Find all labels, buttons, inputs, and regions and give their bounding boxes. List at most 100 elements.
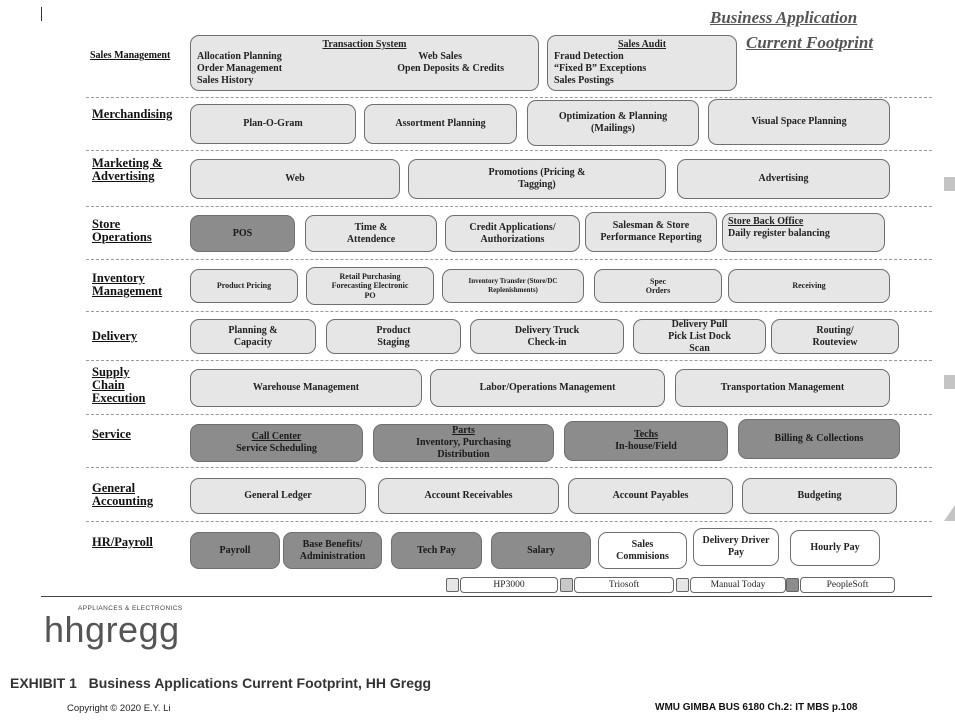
sales-audit-header: Sales Audit	[617, 39, 667, 50]
warehouse-management-box: Warehouse Management	[190, 369, 422, 407]
sales-commissions-box: Sales Commisions	[598, 532, 687, 569]
course-reference: WMU GIMBA BUS 6180 Ch.2: IT MBS p.108	[655, 702, 858, 713]
techs-header: Techs	[633, 429, 659, 440]
optimization-planning-box: Optimization & Planning (Mailings)	[527, 100, 699, 146]
category-merchandising: Merchandising	[92, 107, 173, 121]
spec-orders-box: Spec Orders	[594, 269, 722, 303]
legend-label-hp3000: HP3000	[460, 577, 558, 593]
diagram-title-line2: Current Footprint	[746, 33, 874, 52]
account-payables-box: Account Payables	[568, 478, 733, 514]
pos-box: POS	[190, 215, 295, 252]
category-delivery: Delivery	[92, 329, 138, 343]
store-back-office-header: Store Back Office	[728, 216, 804, 227]
transportation-management-box: Transportation Management	[675, 369, 890, 407]
web-sales-text: Web Sales	[418, 51, 462, 62]
receiving-box: Receiving	[728, 269, 890, 303]
parts-box: Parts Inventory, Purchasing Distribution	[373, 424, 554, 462]
open-deposits-text: Open Deposits & Credits	[397, 63, 504, 74]
copyright-text: Copyright © 2020 E.Y. Li	[67, 703, 171, 714]
time-attendence-box: Time & Attendence	[305, 215, 437, 252]
legend-swatch-hp3000	[446, 578, 459, 592]
delivery-pull-box: Delivery Pull Pick List Dock Scan	[633, 319, 766, 354]
row-separator	[86, 360, 932, 361]
row-separator	[86, 206, 932, 207]
account-receivables-box: Account Receivables	[378, 478, 559, 514]
legend-swatch-peoplesoft	[786, 578, 799, 592]
corner-tick	[41, 7, 42, 21]
labor-operations-box: Labor/Operations Management	[430, 369, 665, 407]
techs-box: Techs In-house/Field	[564, 421, 728, 461]
product-pricing-box: Product Pricing	[190, 269, 298, 303]
general-ledger-box: General Ledger	[190, 478, 366, 514]
legend-swatch-triosoft	[560, 578, 573, 592]
legend-label-manual: Manual Today	[690, 577, 786, 593]
diagram-title-line1: Business Application	[710, 8, 858, 27]
visual-space-planning-box: Visual Space Planning	[708, 99, 890, 145]
order-management-text: Order Management	[197, 63, 283, 74]
exhibit-caption: EXHIBIT 1 Business Applications Current …	[10, 675, 431, 691]
base-benefits-box: Base Benefits/ Administration	[283, 532, 382, 569]
fraud-detection-text: Fraud Detection	[554, 51, 624, 62]
plan-o-gram-box: Plan-O-Gram	[190, 104, 356, 144]
techs-body-text: In-house/Field	[615, 441, 677, 452]
exhibit-label: EXHIBIT 1	[10, 675, 77, 691]
parts-header: Parts	[452, 425, 475, 436]
payroll-box: Payroll	[190, 532, 280, 569]
fixed-b-exceptions-text: “Fixed B” Exceptions	[554, 63, 647, 74]
billing-collections-box: Billing & Collections	[738, 419, 900, 459]
exhibit-text: Business Applications Current Footprint,…	[88, 675, 432, 691]
hourly-pay-box: Hourly Pay	[790, 530, 880, 566]
inventory-transfer-box: Inventory Transfer (Store/DC Replenishme…	[442, 269, 584, 303]
call-center-box: Call Center Service Scheduling	[190, 424, 363, 462]
parts-body-text: Inventory, Purchasing Distribution	[416, 437, 511, 460]
category-service: Service	[92, 427, 131, 441]
salary-box: Salary	[491, 532, 591, 569]
delivery-driver-pay-box: Delivery Driver Pay	[693, 528, 779, 566]
logo-tagline: APPLIANCES & ELECTRONICS	[78, 605, 183, 612]
credit-applications-box: Credit Applications/ Authorizations	[445, 215, 580, 252]
retail-purchasing-box: Retail Purchasing Forecasting Electronic…	[306, 267, 434, 305]
row-separator	[86, 311, 932, 312]
footer-rule	[41, 596, 932, 597]
legend-label-triosoft: Triosoft	[574, 577, 674, 593]
edge-marker	[944, 505, 955, 521]
legend-label-peoplesoft: PeopleSoft	[800, 577, 895, 593]
allocation-planning-text: Allocation Planning	[197, 51, 282, 62]
transaction-system-box: Transaction System Allocation Planning W…	[190, 35, 539, 91]
edge-marker	[944, 375, 955, 389]
call-center-header: Call Center	[251, 431, 302, 442]
category-general-accounting: General Accounting	[92, 481, 154, 508]
legend-swatch-manual	[676, 578, 689, 592]
row-separator	[86, 259, 932, 260]
category-hr-payroll: HR/Payroll	[92, 535, 153, 549]
planning-capacity-box: Planning & Capacity	[190, 319, 316, 354]
daily-register-text: Daily register balancing	[728, 228, 830, 239]
sales-audit-box: Sales Audit Fraud Detection “Fixed B” Ex…	[547, 35, 737, 91]
row-separator	[86, 521, 932, 522]
delivery-truck-checkin-box: Delivery Truck Check-in	[470, 319, 624, 354]
sales-history-text: Sales History	[197, 75, 254, 86]
category-supply-chain-execution: Supply Chain Execution	[92, 365, 146, 405]
category-store-operations: Store Operations	[92, 217, 152, 244]
tech-pay-box: Tech Pay	[391, 532, 482, 569]
sales-postings-text: Sales Postings	[554, 75, 614, 86]
transaction-system-header: Transaction System	[322, 39, 407, 50]
routing-routeview-box: Routing/ Routeview	[771, 319, 899, 354]
web-box: Web	[190, 159, 400, 199]
row-separator	[86, 414, 932, 415]
service-scheduling-text: Service Scheduling	[236, 443, 317, 454]
row-separator	[86, 97, 932, 98]
row-separator	[86, 467, 932, 468]
salesman-performance-box: Salesman & Store Performance Reporting	[585, 212, 717, 252]
assortment-planning-box: Assortment Planning	[364, 104, 517, 144]
advertising-box: Advertising	[677, 159, 890, 199]
product-staging-box: Product Staging	[326, 319, 461, 354]
category-sales-management: Sales Management	[90, 50, 171, 61]
store-back-office-box: Store Back Office Daily register balanci…	[722, 213, 885, 252]
promotions-box: Promotions (Pricing & Tagging)	[408, 159, 666, 199]
category-marketing-advertising: Marketing & Advertising	[92, 156, 163, 183]
category-inventory-management: Inventory Management	[92, 271, 163, 298]
hhgregg-logo: hhgregg	[44, 609, 180, 650]
budgeting-box: Budgeting	[742, 478, 897, 514]
edge-marker	[944, 177, 955, 191]
